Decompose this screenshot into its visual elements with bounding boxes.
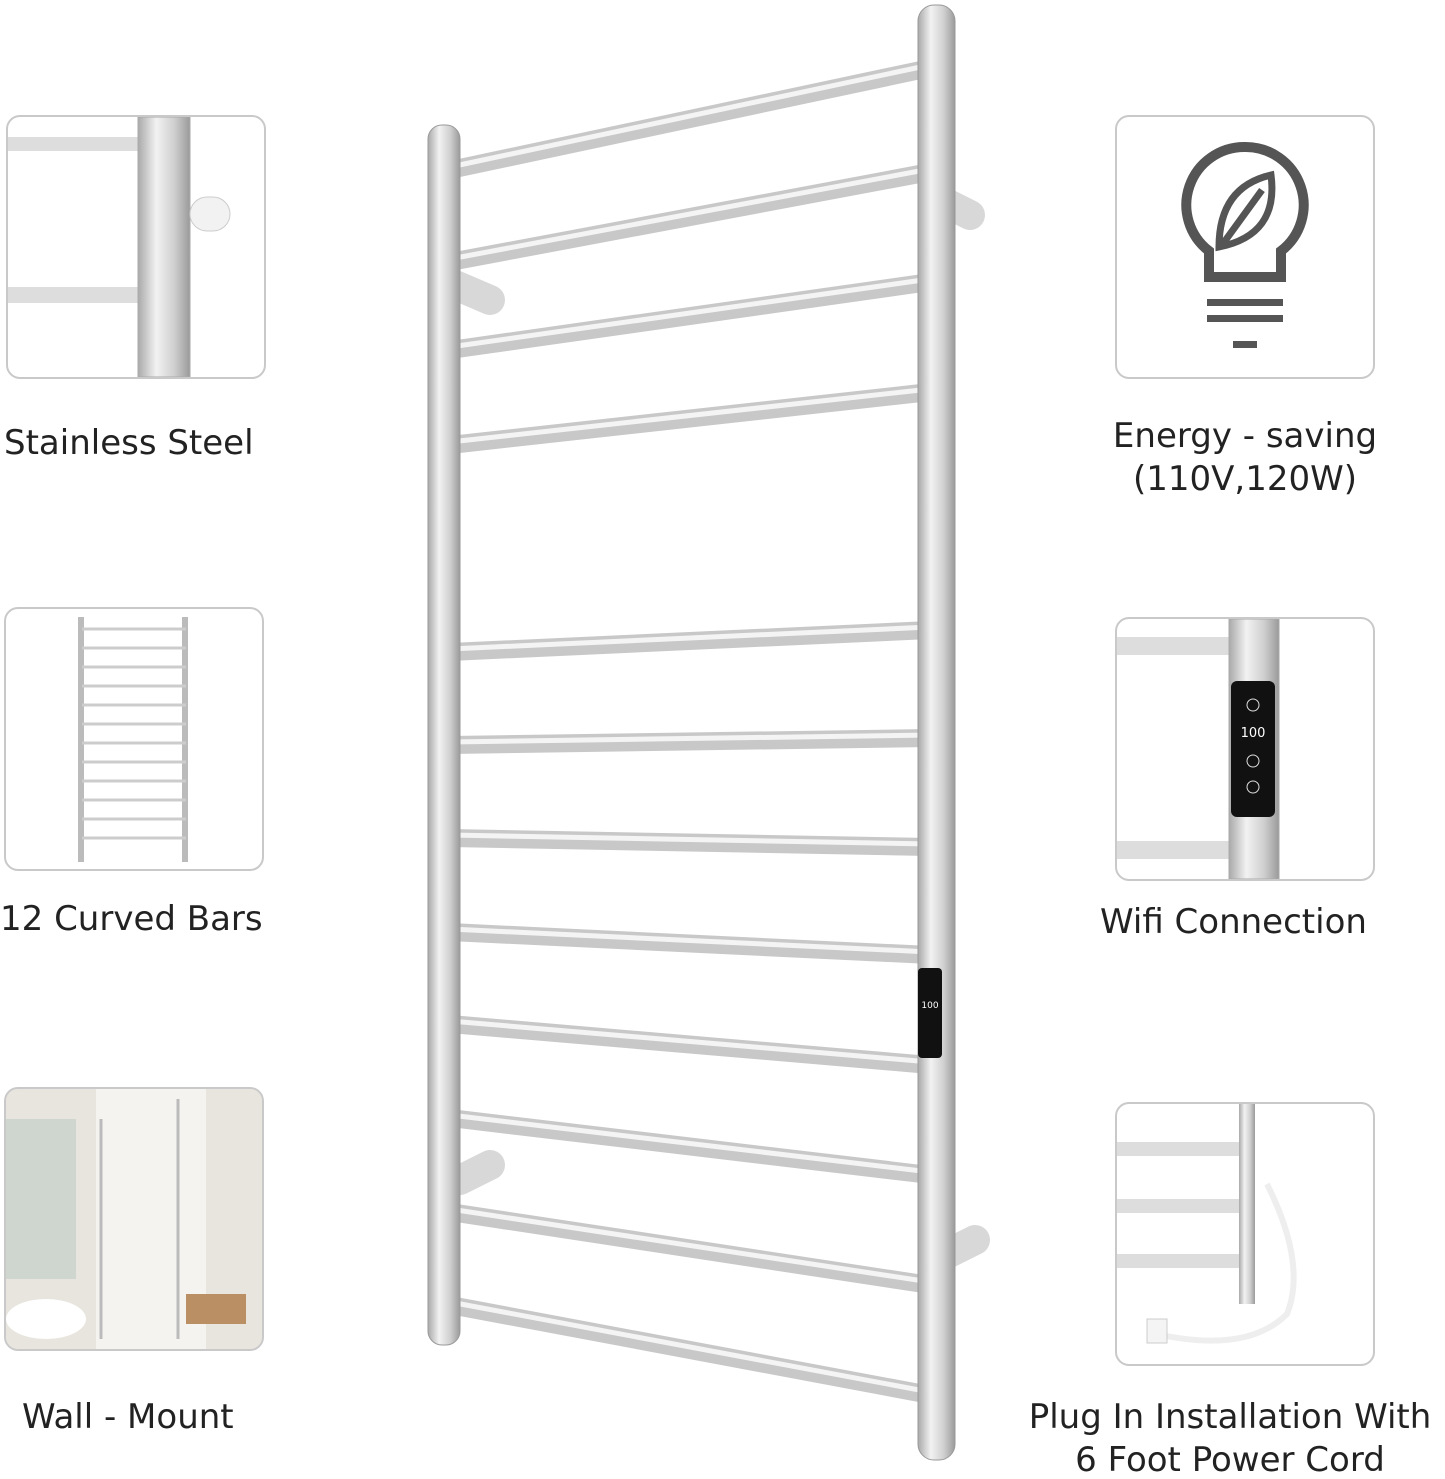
eco-lightbulb-icon bbox=[1181, 141, 1309, 348]
wall-mount-label: Wall - Mount bbox=[22, 1397, 234, 1437]
stainless-steel-card bbox=[6, 115, 266, 379]
towel-bar bbox=[441, 923, 939, 964]
power-cord-card bbox=[1115, 1102, 1375, 1366]
towel-bar bbox=[441, 1203, 939, 1294]
svg-text:100: 100 bbox=[1241, 726, 1266, 741]
stainless-steel-label: Stainless Steel bbox=[4, 423, 254, 463]
towel-bar bbox=[441, 621, 939, 661]
control-panel: 100 bbox=[918, 968, 942, 1058]
towel-bar bbox=[441, 59, 939, 179]
towel-bar bbox=[441, 829, 939, 856]
left-pole bbox=[427, 124, 461, 1346]
towel-bar bbox=[441, 1296, 939, 1404]
towel-bar bbox=[441, 163, 939, 271]
towel-bar bbox=[441, 1109, 939, 1184]
energy-saving-label: Energy - saving (110V,120W) bbox=[1100, 415, 1390, 501]
wall-mount-bracket bbox=[445, 1150, 505, 1195]
towel-bar bbox=[441, 383, 939, 454]
towel-bar bbox=[441, 273, 939, 359]
wall-mount-bracket bbox=[440, 270, 505, 315]
energy-saving-line2: (110V,120W) bbox=[1132, 459, 1357, 499]
right-pole bbox=[917, 4, 956, 1461]
power-cord-line1: Plug In Installation With bbox=[1028, 1397, 1432, 1437]
power-cord-line2: 6 Foot Power Cord bbox=[1075, 1440, 1385, 1479]
wifi-connection-card: 100 bbox=[1115, 617, 1375, 881]
wifi-connection-label: Wifi Connection bbox=[1100, 902, 1367, 942]
wall-mount-card bbox=[4, 1087, 264, 1351]
towel-bar bbox=[441, 729, 939, 754]
energy-saving-line1: Energy - saving bbox=[1112, 416, 1378, 456]
curved-bars-label: 12 Curved Bars bbox=[0, 899, 263, 939]
power-cord-label: Plug In Installation With 6 Foot Power C… bbox=[1015, 1396, 1445, 1479]
svg-text:100: 100 bbox=[921, 1001, 938, 1011]
towel-bar bbox=[441, 1015, 939, 1074]
energy-saving-card bbox=[1115, 115, 1375, 379]
curved-bars-card bbox=[4, 607, 264, 871]
